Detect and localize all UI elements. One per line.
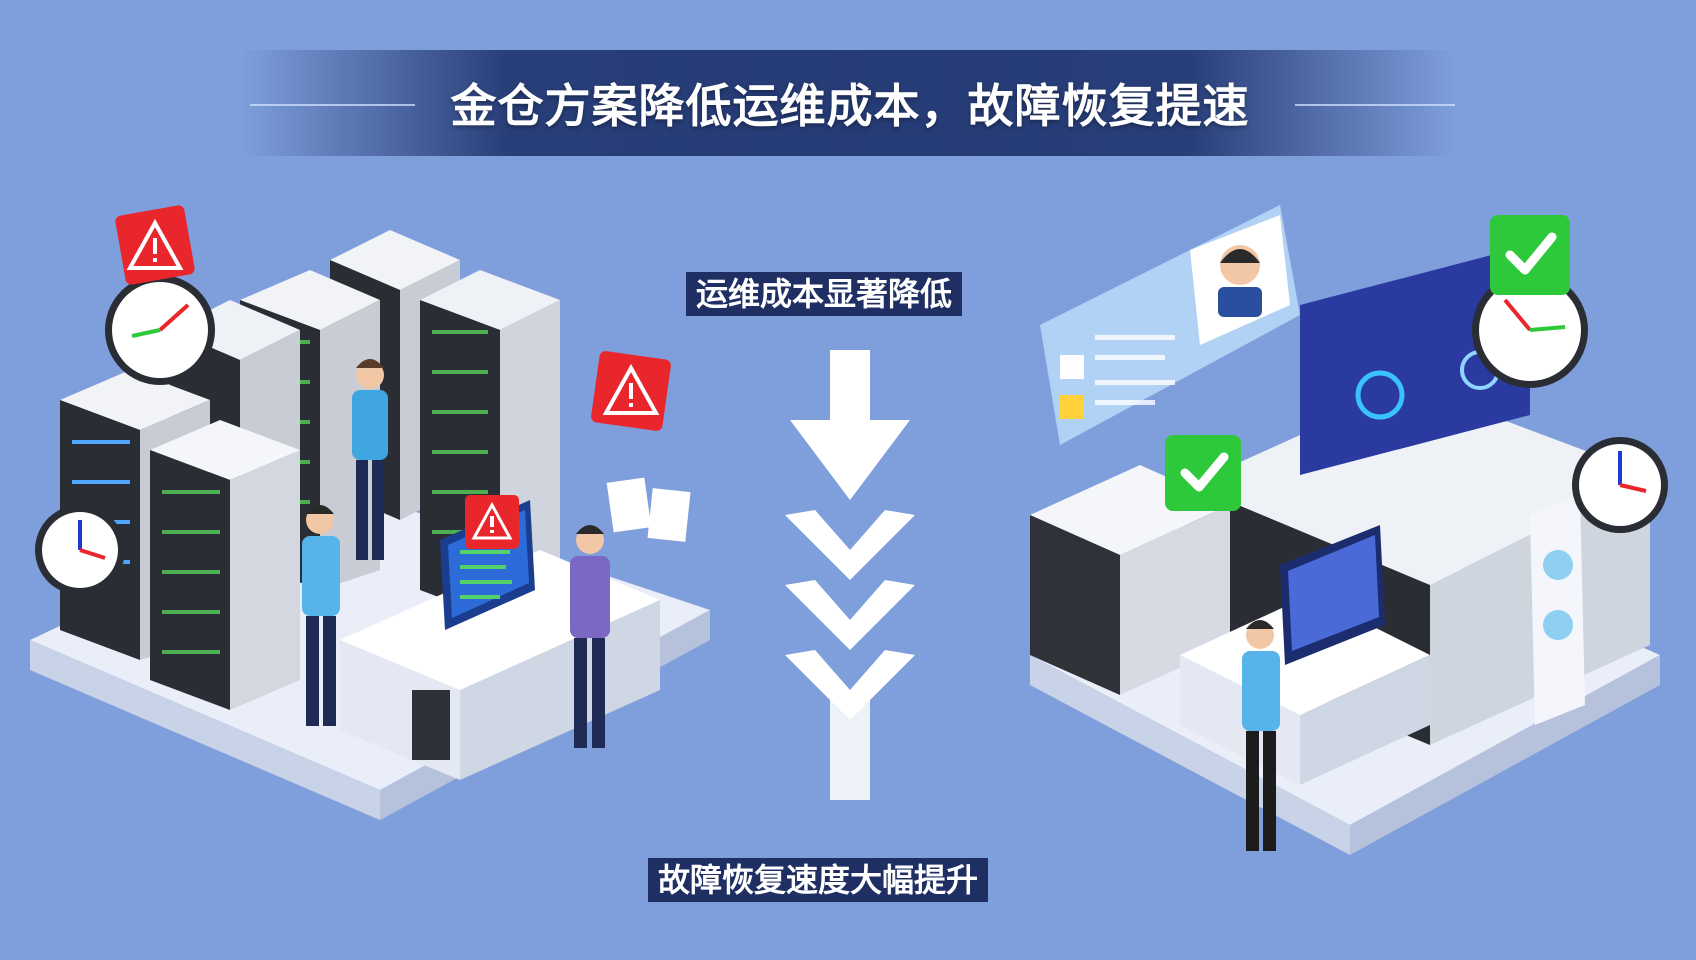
warning-icon [465,495,519,549]
clock-icon [35,505,125,595]
warning-icon [115,205,195,285]
profile-dashboard-panel [1040,205,1300,445]
legacy-server-room-illustration [20,190,720,890]
title-banner [240,50,1456,156]
arrow-down-icon [790,350,910,500]
chevron-down-icon [785,510,915,580]
flow-stem [830,700,870,800]
recovery-speed-caption: 故障恢复速度大幅提升 [648,858,989,902]
engineer-figure [352,359,388,560]
modern-ops-illustration [1010,185,1680,905]
cost-reduction-caption: 运维成本显著降低 [686,272,963,316]
chevron-down-icon [785,650,915,720]
check-icon [1165,435,1241,511]
engineer-figure [1242,620,1280,851]
engineer-figure [302,505,340,726]
title-divider-left [250,104,415,106]
server-rack [150,420,300,710]
clock-icon [105,275,215,385]
clock-icon [1572,437,1668,533]
chevron-down-icon [785,580,915,650]
title-divider-right [1295,104,1455,106]
status-side-panel [1530,495,1585,725]
engineer-figure [570,525,610,748]
document-icon [606,477,691,542]
warning-icon [591,351,671,431]
check-icon [1490,215,1570,295]
page-title: 金仓方案降低运维成本，故障恢复提速 [450,79,1250,133]
improvement-flow [770,350,930,820]
desk-monitor [1280,525,1385,665]
clock-icon [1472,272,1588,388]
